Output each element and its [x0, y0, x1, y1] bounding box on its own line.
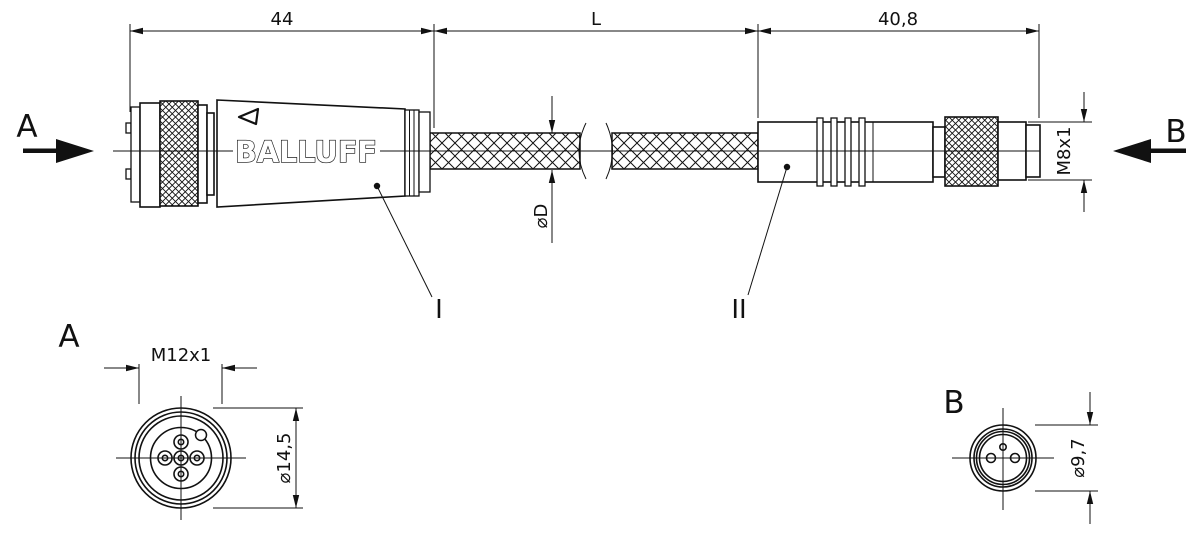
view-arrow-b-label: B — [1165, 114, 1186, 150]
cable-diameter-label: ⌀D — [531, 204, 552, 229]
view-b-diameter-label: ⌀9,7 — [1068, 438, 1089, 477]
view-a-pins — [157, 434, 205, 482]
view-a-outer-circle — [130, 407, 232, 509]
view-arrow-b-shaft — [1151, 148, 1186, 153]
m8-thread-dim: M8x1 — [1028, 92, 1092, 212]
front-view-a: A M12x1 ⌀14,5 — [58, 319, 303, 520]
view-b-diameter-dim: ⌀9,7 — [1035, 392, 1098, 524]
connector-m8 — [757, 116, 1041, 187]
dim-cable-length-label: L — [591, 9, 601, 30]
section-marker-1: I — [435, 295, 443, 325]
view-arrow-a-head — [56, 139, 94, 163]
m12-mating-face — [130, 106, 141, 203]
view-b-crosshair — [952, 408, 1054, 510]
view-arrow-a-shaft — [23, 148, 59, 153]
dim-40-8-label: 40,8 — [878, 9, 918, 30]
view-b-insert — [978, 433, 1028, 483]
view-a-diameter-dim: ⌀14,5 — [213, 407, 303, 509]
extension-lines — [129, 24, 1040, 128]
view-a-keyway-notch — [194, 428, 208, 442]
m8-knurled-nut — [944, 116, 999, 187]
m12-thread-label: M12x1 — [151, 345, 212, 366]
view-b-outer-circle — [969, 424, 1037, 492]
top-dimensions: 44 L 40,8 — [129, 9, 1040, 128]
m12-cable-exit — [418, 111, 431, 193]
view-arrow-a-label: A — [16, 109, 37, 145]
view-arrow-b-head — [1113, 139, 1151, 163]
view-a-diameter-label: ⌀14,5 — [274, 433, 295, 484]
connector-m12: BALLUFF — [125, 99, 431, 208]
m12-knurled-nut — [159, 100, 199, 207]
front-view-b: B ⌀9,7 — [943, 385, 1098, 524]
leader-section-1: I — [373, 182, 443, 325]
front-view-a-label: A — [58, 319, 79, 355]
view-arrow-a: A — [16, 109, 94, 163]
view-a-insert — [149, 426, 213, 490]
dim-44-label: 44 — [271, 9, 294, 30]
m12-barrel — [139, 102, 161, 208]
section-marker-2: II — [731, 295, 746, 325]
cable-diameter-dim: ⌀D — [531, 96, 556, 243]
m12-orientation-marker — [237, 107, 260, 126]
front-view-b-label: B — [943, 385, 964, 421]
leader-section-2: II — [731, 163, 791, 325]
view-arrow-b: B — [1113, 114, 1187, 163]
brand-logo: BALLUFF — [235, 135, 377, 169]
m8-neck — [932, 126, 946, 178]
view-b-pins — [985, 442, 1021, 464]
view-a-thread-dim: M12x1 — [104, 345, 257, 404]
m8-thread-label: M8x1 — [1054, 126, 1075, 175]
